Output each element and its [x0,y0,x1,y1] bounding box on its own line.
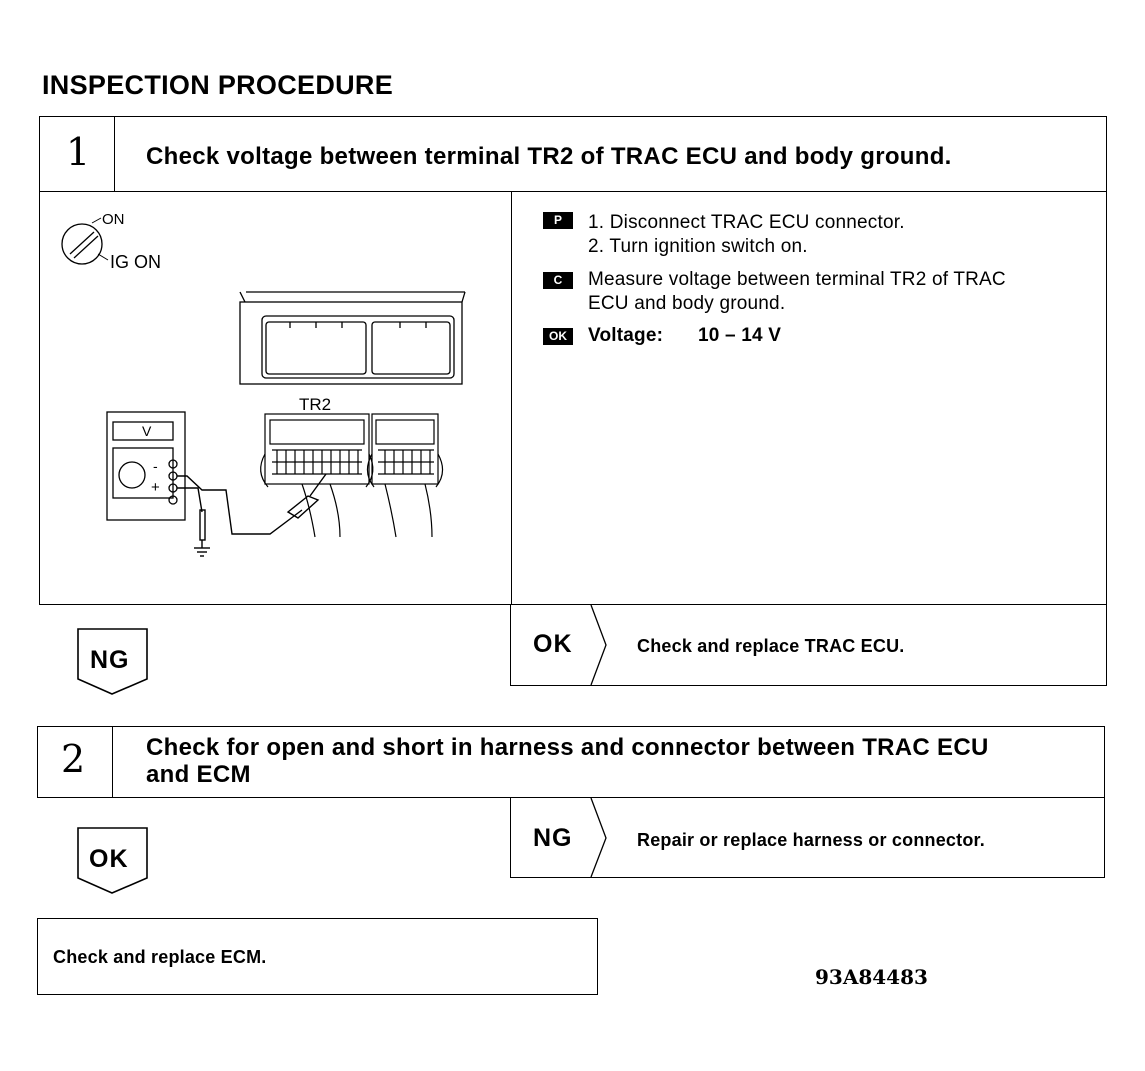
spec-value: 10 – 14 V [698,325,782,346]
terminal-tr2-label: TR2 [299,395,331,414]
ok-chevron-1 [590,605,607,685]
step1-number: 1 [66,130,91,174]
step1-number-divider [114,116,115,192]
final-action-box [37,918,598,995]
ng-label-1: NG [90,646,130,674]
ng-result-box-2 [510,797,1105,878]
meter-minus: - [153,458,158,474]
document-code: 93A84483 [815,965,928,989]
ok-label-2: OK [89,845,129,873]
meter-unit-label: V [142,423,152,439]
page-title: INSPECTION PROCEDURE [42,70,394,100]
check-text-line2: ECU and body ground. [588,293,786,314]
meter-plus: + [151,479,160,496]
ng-label-2: NG [533,824,573,852]
ignition-switch-icon [61,217,109,265]
ok-label-1: OK [533,630,573,658]
switch-on-label: ON [102,211,125,228]
check-text-line1: Measure voltage between terminal TR2 of … [588,269,1006,290]
ng-chevron-2 [590,798,607,877]
ecu-connector-right [366,413,444,538]
ecu-connector-left [260,413,374,538]
spec-label: Voltage: [588,325,664,346]
connector-diagram: ON IG ON TR2 [61,211,466,557]
step2-title-line1: Check for open and short in harness and … [146,734,989,761]
ok-arrow-2 [77,827,148,894]
ng-action-2: Repair or replace harness or connector. [637,830,985,850]
probe-leads [177,473,327,557]
ng-arrow-1 [77,628,148,695]
step1-body-divider [511,191,512,605]
prep-step-2: 2. Turn ignition switch on. [588,236,808,257]
ok-action-1: Check and replace TRAC ECU. [637,636,905,656]
ok-spec-tag: OK [543,328,573,345]
trac-ecu-housing [239,291,466,385]
check-tag: C [543,272,573,289]
switch-ig-label: IG ON [110,252,161,272]
final-action-text: Check and replace ECM. [53,947,267,967]
step2-title-line2: and ECM [146,761,251,788]
prep-tag: P [543,212,573,229]
ok-result-box-1 [510,604,1107,686]
step2-number-divider [112,726,113,798]
prep-step-1: 1. Disconnect TRAC ECU connector. [588,212,905,233]
step1-title: Check voltage between terminal TR2 of TR… [146,143,952,170]
voltmeter [106,411,186,521]
step2-number: 2 [61,737,86,781]
